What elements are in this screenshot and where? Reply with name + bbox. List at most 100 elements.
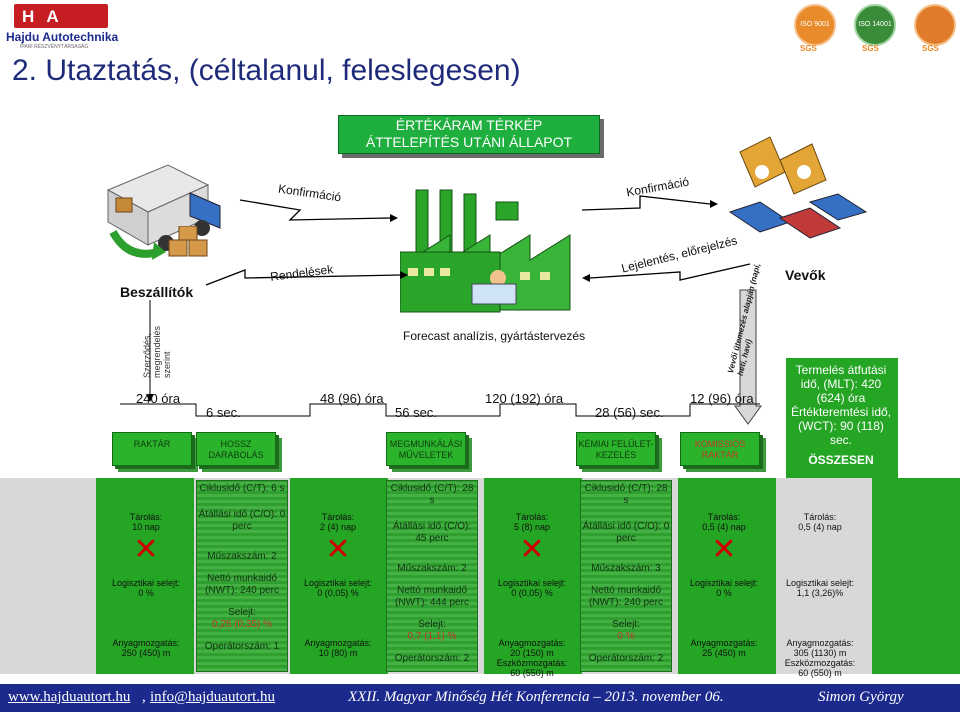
- operator-count: Operátorszám: 2: [588, 653, 664, 664]
- cars-icon: [728, 136, 868, 239]
- footer-author: Simon György: [818, 689, 904, 705]
- truck-icon: [106, 164, 221, 251]
- footer-email-link[interactable]: info@hajduautort.hu: [150, 689, 276, 705]
- operator-count: Operátorszám: 1: [204, 641, 280, 652]
- storage-label: Tárolás:: [515, 512, 549, 522]
- company-logo: H A Hajdu Autotechnika IPARI RÉSZVÉNYTÁR…: [6, 4, 124, 50]
- mozg-label: Anyagmozgatás:: [786, 638, 854, 648]
- process-raktar: RAKTÁR: [112, 432, 192, 466]
- selejt-label: Logisztikai selejt:: [689, 578, 759, 588]
- eszkoz-value: 60 (550) m: [798, 668, 842, 678]
- storage-col-1: Tárolás: 10 nap ✕ Logisztikai selejt: 0 …: [100, 484, 192, 658]
- storage-label: Tárolás:: [321, 512, 355, 522]
- vsm-title-box: ÉRTÉKÁRAM TÉRKÉP ÁTTELEPÍTÉS UTÁNI ÁLLAP…: [338, 115, 600, 154]
- forklift-icon: [772, 532, 868, 578]
- mozg-label: Anyagmozgatás:: [690, 638, 758, 648]
- boxes-pile-icon: [100, 484, 192, 512]
- selejt-value: 1,1 (3,26)%: [796, 588, 844, 598]
- summary-mlt: Termelés átfutási idő, (MLT): 420 (624) …: [795, 363, 887, 405]
- selejt-value: 0 %: [716, 588, 732, 598]
- storage-label: Tárolás:: [803, 512, 837, 522]
- timeline-12: 12 (96) óra: [690, 391, 754, 406]
- selejt-label: Logisztikai selejt:: [497, 578, 567, 588]
- shift-count: Műszakszám: 3: [591, 563, 661, 574]
- summary-panel: [786, 358, 898, 478]
- storage-col-4: Tárolás: 0,5 (4) nap ✕ Logisztikai selej…: [676, 484, 772, 658]
- boxes-pile-icon: [676, 484, 772, 512]
- scrap-value: 0,7 (1,1) %: [407, 631, 457, 642]
- selejt-label: Logisztikai selejt:: [303, 578, 373, 588]
- no-forklift-icon: ✕: [325, 533, 351, 566]
- mozg-value: 10 (80) m: [318, 648, 358, 658]
- footer-website-link[interactable]: www.hajduautort.hu: [8, 689, 131, 705]
- mozg-value: 305 (1130) m: [793, 648, 847, 658]
- logo-text: Hajdu Autotechnika: [6, 30, 119, 44]
- timeline-120: 120 (192) óra: [485, 391, 564, 406]
- scrap-value: 0 %: [617, 631, 635, 642]
- process-megmunkalas: MEGMUNKÁLÁSI MŰVELETEK: [386, 432, 466, 466]
- storage-label: Tárolás:: [129, 512, 163, 522]
- forklift-icon: [772, 598, 868, 638]
- sgs-label-1: SGS: [800, 44, 817, 53]
- iso14001-badge: ISO 14001: [854, 4, 896, 46]
- szerzodes-label: Szerződés, megrendelés szerint: [142, 325, 172, 378]
- scrap-label: Selejt:: [228, 607, 256, 618]
- mozg-value: 25 (450) m: [702, 648, 746, 658]
- forklift-icon: [290, 598, 386, 638]
- storage-label: Tárolás:: [707, 512, 741, 522]
- selejt-value: 0 %: [138, 588, 154, 598]
- storage-col-5: Tárolás: 0,5 (4) nap Logisztikai selejt:…: [772, 484, 868, 678]
- flow-arrows: [146, 195, 762, 425]
- process-megmunkalas-label: MEGMUNKÁLÁSI MŰVELETEK: [389, 439, 463, 460]
- scrap-label: Selejt:: [612, 619, 640, 630]
- sgs-label-3: SGS: [922, 44, 939, 53]
- customers-label: Vevők: [785, 267, 826, 283]
- changeover-time: Átállási idő (C/O): 0 perc: [582, 521, 670, 544]
- forklift-icon: [676, 598, 772, 638]
- boxes-pile-icon: [484, 484, 580, 512]
- summary-wct: Értékteremtési idő, (WCT): 90 (118) sec.: [790, 405, 892, 447]
- storage-value: 10 nap: [132, 522, 160, 532]
- certification-badges: ISO 9001 SGS ISO 14001 SGS SGS: [792, 2, 958, 53]
- boxes-icon: [168, 226, 208, 257]
- process-kemiai-label: KÉMIAI FELÜLET- KEZELÉS: [578, 439, 654, 460]
- scrap-value: 0,25 (0,35) %: [211, 619, 273, 630]
- factory-icon: [400, 189, 571, 313]
- no-forklift-icon: ✕: [519, 533, 545, 566]
- mozg-value: 250 (450) m: [121, 648, 171, 658]
- summary-total: ÖSSZESEN: [808, 453, 874, 467]
- return-arrow-icon: [109, 229, 166, 260]
- summary-text: Termelés átfutási idő, (MLT): 420 (624) …: [787, 363, 895, 467]
- sgs-label-2: SGS: [862, 44, 879, 53]
- vsm-title-line2: ÁTTELEPÍTÉS UTÁNI ÁLLAPOT: [365, 134, 573, 150]
- no-forklift-icon: ✕: [133, 533, 159, 566]
- data-box-megmunkalas: Ciklusidő (C/T): 28 s Átállási idő (C/O)…: [386, 480, 478, 672]
- no-forklift-icon: ✕: [711, 533, 737, 566]
- logo-subtext: IPARI RÉSZVÉNYTÁRSASÁG: [20, 44, 89, 50]
- process-hossz-label: HOSSZ DARABOLÁS: [208, 439, 264, 460]
- net-work-time: Nettó munkaidő (NWT): 444 perc: [395, 585, 469, 608]
- operator-count: Operátorszám: 2: [394, 653, 470, 664]
- changeover-time: Átállási idő (C/O): 0 perc: [198, 509, 286, 532]
- storage-value: 0,5 (4) nap: [798, 522, 842, 532]
- cycle-time: Ciklusidő (C/T): 28 s: [390, 483, 474, 506]
- eszkoz-value: 60 (550) m: [510, 668, 554, 678]
- eszkoz-label: Eszközmozgatás:: [496, 658, 568, 668]
- eszkoz-label: Eszközmozgatás:: [784, 658, 856, 668]
- selejt-label: Logisztikai selejt:: [785, 578, 855, 588]
- shift-count: Műszakszám: 2: [207, 551, 277, 562]
- footer-bar: www.hajduautort.hu , info@hajduautort.hu…: [0, 684, 960, 712]
- storage-col-3: Tárolás: 5 (8) nap ✕ Logisztikai selejt:…: [484, 484, 580, 678]
- timeline-line: [120, 403, 760, 417]
- mozg-label: Anyagmozgatás:: [304, 638, 372, 648]
- cycle-time: Ciklusidő (C/T): 28 s: [584, 483, 668, 506]
- process-raktar-label: RAKTÁR: [133, 439, 171, 449]
- boxes-pile-icon: [772, 484, 868, 512]
- footer-conference: XXII. Magyar Minőség Hét Konferencia – 2…: [348, 689, 724, 705]
- shift-count: Műszakszám: 2: [397, 563, 467, 574]
- forecast-label: Forecast analízis, gyártástervezés: [403, 329, 586, 343]
- scrap-label: Selejt:: [418, 619, 446, 630]
- storage-value: 5 (8) nap: [513, 522, 551, 532]
- footer-separator: ,: [142, 689, 146, 705]
- mozg-value: 20 (150) m: [510, 648, 554, 658]
